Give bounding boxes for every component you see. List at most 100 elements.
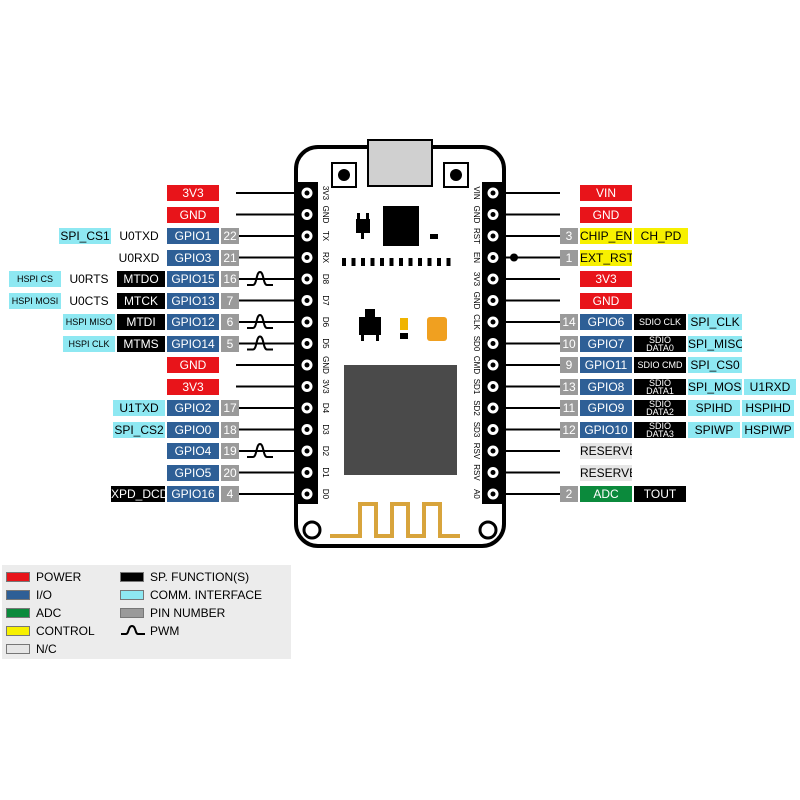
pin-label-pinno: 18 bbox=[221, 421, 239, 438]
right-pin-name: CLK bbox=[472, 314, 481, 330]
pad bbox=[399, 258, 403, 266]
pin-label-comm: SPI_CS0 bbox=[688, 357, 742, 373]
pin-label-io: GPIO2 bbox=[167, 400, 219, 416]
smd-part bbox=[430, 234, 438, 239]
pin-label-io: GPIO10 bbox=[580, 421, 632, 438]
left-pin-name: 3V3 bbox=[321, 186, 330, 201]
mount-hole-bl bbox=[302, 520, 322, 540]
pwm-symbol bbox=[247, 270, 273, 286]
pin-label-io: GPIO16 bbox=[167, 486, 219, 502]
right-pin-name: SD2 bbox=[472, 400, 481, 416]
left-pin-name: D3 bbox=[321, 424, 330, 435]
pin-label-spf: SDIO DATA3 bbox=[634, 421, 686, 438]
pin-label-spf: SDIO DATA2 bbox=[634, 400, 686, 416]
pin-label-pinno: 14 bbox=[560, 314, 578, 330]
mount-hole-br bbox=[478, 520, 498, 540]
header-pin-hole bbox=[490, 190, 496, 196]
pad bbox=[446, 258, 451, 266]
pin-label-io: GPIO11 bbox=[580, 357, 632, 373]
pin-label-io: GPIO13 bbox=[167, 292, 219, 309]
pin-label-ctrl: EXT_RSTO bbox=[580, 249, 632, 266]
right-pin-name: GND bbox=[472, 292, 481, 310]
right-pin-name: SD0 bbox=[472, 336, 481, 352]
legend-swatch bbox=[120, 590, 144, 600]
pad bbox=[408, 258, 413, 266]
pin-label-pinno: 13 bbox=[560, 378, 578, 395]
pin-label-io: GPIO5 bbox=[167, 464, 219, 481]
pad bbox=[351, 258, 356, 266]
right-pin-name: RST bbox=[472, 228, 481, 244]
right-pin-name: VIN bbox=[472, 186, 481, 200]
legend-item: PWM bbox=[120, 624, 179, 638]
pin-label-plain: U0RTS bbox=[69, 272, 109, 286]
pin-label-power: GND bbox=[580, 292, 632, 309]
pin-label-ctrl: CH_PD bbox=[634, 228, 688, 244]
pad bbox=[389, 258, 394, 266]
left-pin-name: D8 bbox=[321, 274, 330, 285]
button-reset-cap bbox=[450, 169, 462, 181]
led-base bbox=[400, 333, 408, 339]
led bbox=[400, 318, 408, 330]
legend-swatch bbox=[120, 608, 144, 618]
left-pin-name: D5 bbox=[321, 338, 330, 349]
pin-label-spf: MTDI bbox=[117, 314, 165, 330]
pin-label-spf: SDIO CMD bbox=[634, 357, 686, 373]
pin-label-power: GND bbox=[167, 206, 219, 223]
header-pin-hole bbox=[304, 276, 310, 282]
left-pin-name: 3V3 bbox=[321, 379, 330, 394]
pin-label-pinno: 20 bbox=[221, 464, 239, 481]
pad bbox=[418, 258, 422, 266]
antenna-trace bbox=[330, 502, 460, 538]
right-pin-name: RSV bbox=[472, 464, 481, 481]
pwm-symbol bbox=[247, 442, 273, 458]
pin-label-comm: HSPI CS bbox=[9, 271, 61, 287]
pin-label-spf: MTCK bbox=[117, 292, 165, 309]
right-pin-name: EN bbox=[472, 252, 481, 263]
pin-label-io: GPIO15 bbox=[167, 271, 219, 287]
pin-label-comm: SPI_MOSI bbox=[688, 378, 742, 395]
header-pin-hole bbox=[304, 491, 310, 497]
pwm-symbol bbox=[247, 313, 273, 329]
header-pin-hole bbox=[490, 405, 496, 411]
pin-label-power: 3V3 bbox=[167, 185, 219, 201]
pin-label-spf: TOUT bbox=[634, 486, 686, 502]
pin-label-power: VIN bbox=[580, 185, 632, 201]
pin-label-comm: SPI_CS2 bbox=[113, 421, 165, 438]
header-pin-hole bbox=[304, 298, 310, 303]
header-pin-hole bbox=[490, 448, 496, 454]
pin-label-comm: U1TXD bbox=[113, 400, 165, 416]
pin-label-spf: SDIO CLK bbox=[634, 314, 686, 330]
legend-swatch bbox=[6, 590, 30, 600]
legend-item: N/C bbox=[6, 642, 57, 656]
legend-item: POWER bbox=[6, 570, 81, 584]
pin-label-pinno: 2 bbox=[560, 486, 578, 502]
legend-label: CONTROL bbox=[36, 624, 95, 638]
pin-label-comm: HSPIWP bbox=[742, 421, 794, 438]
legend-item: ADC bbox=[6, 606, 61, 620]
legend-swatch bbox=[6, 644, 30, 654]
pin-label-pinno: 19 bbox=[221, 443, 239, 459]
legend-label: POWER bbox=[36, 570, 82, 584]
pin-label-io: GPIO9 bbox=[580, 400, 632, 416]
pin-label-io: GPIO1 bbox=[167, 228, 219, 244]
header-pin-hole bbox=[304, 319, 310, 325]
pin-label-comm: HSPI MISO bbox=[63, 314, 115, 330]
header-pin-hole bbox=[490, 255, 496, 260]
pin-label-nc: RESERVED bbox=[580, 464, 632, 481]
pin-label-comm: SPI_CS1 bbox=[59, 228, 111, 244]
header-pin-hole bbox=[490, 362, 496, 368]
pin-label-io: GPIO14 bbox=[167, 335, 219, 352]
transistor-chip bbox=[356, 219, 370, 233]
header-pin-hole bbox=[490, 491, 496, 497]
header-pin-hole bbox=[490, 233, 496, 239]
header-pin-hole bbox=[490, 341, 496, 346]
header-pin-hole bbox=[304, 190, 310, 196]
pwm-icon bbox=[121, 624, 145, 635]
pwm-symbol bbox=[247, 335, 273, 351]
pin-label-io: GPIO7 bbox=[580, 335, 632, 352]
left-pin-name: D0 bbox=[321, 489, 330, 500]
right-pin-name: A0 bbox=[472, 489, 481, 499]
legend-item: CONTROL bbox=[6, 624, 95, 638]
right-pin-name: 3V3 bbox=[472, 272, 481, 287]
